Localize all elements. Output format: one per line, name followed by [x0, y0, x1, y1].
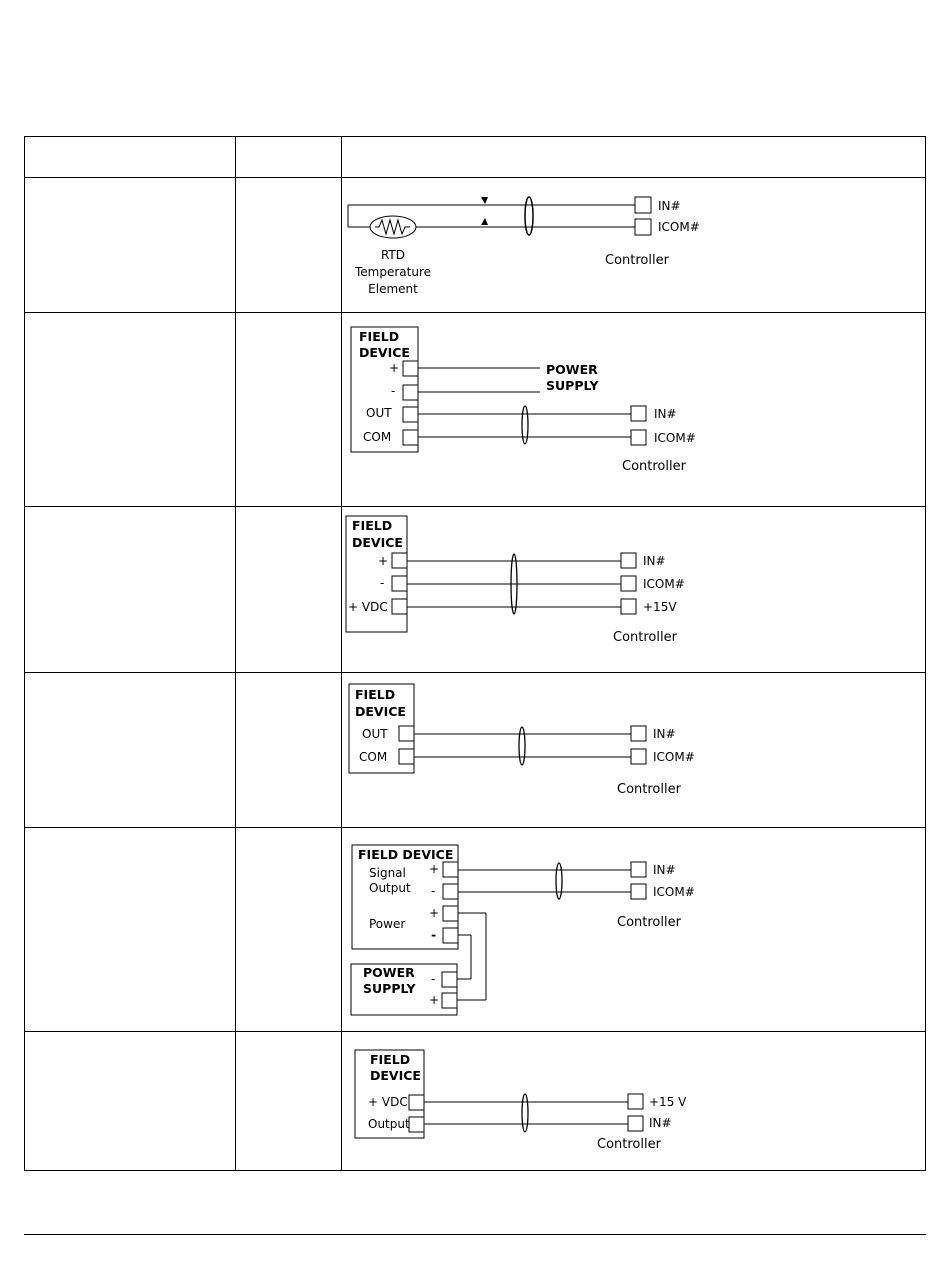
row-cell-2 — [235, 672, 342, 828]
table-row: FIELD DEVICE OUT COM IN# ICOM# Controlle… — [24, 672, 926, 828]
loop-device-line1: FIELD — [370, 1052, 410, 1067]
loop-output-label: Output — [368, 1117, 410, 1131]
four-wire-com-label: COM — [363, 430, 391, 444]
four-wire-power-line2: SUPPLY — [546, 378, 599, 393]
four-wire-device-line2: DEVICE — [359, 345, 410, 360]
row-cell-1 — [24, 1031, 236, 1171]
row-cell-1 — [24, 827, 236, 1032]
four-wire-diagram: FIELD DEVICE + - OUT COM POWER SUPPLY IN… — [350, 326, 696, 474]
two-wire-out-label: OUT — [362, 727, 388, 741]
rtd-element-line1: RTD — [381, 248, 405, 262]
two-wire-com-label: COM — [359, 750, 387, 764]
row-cell-2 — [235, 312, 342, 507]
header-cell-2 — [235, 136, 342, 178]
loop-in-label: IN# — [649, 1116, 672, 1130]
external-ps-line1: POWER — [363, 965, 415, 980]
table-row: FIELD DEVICE + VDC Output +15 V IN# Cont… — [24, 1031, 926, 1171]
external-signal-minus: - — [431, 884, 435, 898]
external-ps-line2: SUPPLY — [363, 981, 416, 996]
header-cell-1 — [24, 136, 236, 178]
three-wire-minus-label: - — [380, 576, 384, 590]
three-wire-in-label: IN# — [643, 554, 666, 568]
loop-15v-label: +15 V — [649, 1095, 687, 1109]
external-power-label: Power — [369, 917, 405, 931]
external-ps-plus: + — [429, 993, 439, 1007]
loop-device-line2: DEVICE — [370, 1068, 421, 1083]
four-wire-icom-label: ICOM# — [654, 431, 696, 445]
external-ps-minus: - — [431, 972, 435, 986]
two-wire-in-label: IN# — [653, 727, 676, 741]
external-in-label: IN# — [653, 863, 676, 877]
row-cell-1 — [24, 672, 236, 828]
row-cell-2 — [235, 1031, 342, 1171]
rtd-controller-label: Controller — [605, 253, 670, 268]
table-row: FIELD DEVICE + - OUT COM POWER SUPPLY IN… — [24, 312, 926, 507]
wiring-diagram-three-wire: FIELD DEVICE + - + VDC IN# ICOM# +15V Co… — [341, 506, 926, 673]
three-wire-plus-label: + — [378, 554, 388, 568]
external-signal-line1: Signal — [369, 866, 406, 880]
table-header-row — [24, 136, 926, 178]
wiring-diagram-loop-powered: FIELD DEVICE + VDC Output +15 V IN# Cont… — [341, 1031, 926, 1171]
row-cell-1 — [24, 506, 236, 673]
four-wire-in-label: IN# — [654, 407, 677, 421]
four-wire-controller-label: Controller — [622, 459, 687, 474]
two-wire-icom-label: ICOM# — [653, 750, 695, 764]
two-wire-device-line2: DEVICE — [355, 704, 406, 719]
three-wire-vdc-label: + VDC — [348, 600, 388, 614]
footer-rule — [24, 1234, 926, 1235]
external-power-plus: + — [429, 906, 439, 920]
three-wire-diagram: FIELD DEVICE + - + VDC IN# ICOM# +15V Co… — [345, 515, 685, 645]
wiring-diagram-rtd: IN# ICOM# Controller RTD Temperature Ele… — [341, 177, 926, 313]
wiring-table: IN# ICOM# Controller RTD Temperature Ele… — [24, 136, 926, 1171]
table-row: FIELD DEVICE + - + VDC IN# ICOM# +15V Co… — [24, 506, 926, 673]
four-wire-minus-label: - — [391, 384, 395, 398]
loop-vdc-label: + VDC — [368, 1095, 408, 1109]
three-wire-15v-label: +15V — [643, 600, 677, 614]
external-power-minus: - — [431, 927, 436, 942]
external-signal-plus: + — [429, 862, 439, 876]
three-wire-device-line2: DEVICE — [352, 535, 403, 550]
row-cell-2 — [235, 177, 342, 313]
four-wire-power-line1: POWER — [546, 362, 598, 377]
loop-powered-diagram: FIELD DEVICE + VDC Output +15 V IN# Cont… — [354, 1049, 687, 1152]
rtd-element-line2: Temperature — [354, 265, 431, 279]
external-device-title: FIELD DEVICE — [358, 847, 453, 862]
three-wire-controller-label: Controller — [613, 630, 678, 645]
wiring-diagram-two-wire: FIELD DEVICE OUT COM IN# ICOM# Controlle… — [341, 672, 926, 828]
two-wire-device-line1: FIELD — [355, 687, 395, 702]
three-wire-device-line1: FIELD — [352, 518, 392, 533]
external-supply-diagram: FIELD DEVICE Signal Output Power + - + -… — [350, 844, 695, 1016]
two-wire-controller-label: Controller — [617, 782, 682, 797]
four-wire-out-label: OUT — [366, 406, 392, 420]
row-cell-2 — [235, 506, 342, 673]
external-icom-label: ICOM# — [653, 885, 695, 899]
three-wire-icom-label: ICOM# — [643, 577, 685, 591]
four-wire-plus-label: + — [389, 361, 399, 375]
wiring-diagram-four-wire: FIELD DEVICE + - OUT COM POWER SUPPLY IN… — [341, 312, 926, 507]
external-controller-label: Controller — [617, 915, 682, 930]
rtd-element-line3: Element — [368, 282, 418, 296]
external-signal-line2: Output — [369, 881, 411, 895]
wiring-diagram-external-supply: FIELD DEVICE Signal Output Power + - + -… — [341, 827, 926, 1032]
header-cell-3 — [341, 136, 926, 178]
row-cell-2 — [235, 827, 342, 1032]
four-wire-device-line1: FIELD — [359, 329, 399, 344]
rtd-diagram: IN# ICOM# Controller RTD Temperature Ele… — [347, 196, 700, 296]
row-cell-1 — [24, 177, 236, 313]
table-row: FIELD DEVICE Signal Output Power + - + -… — [24, 827, 926, 1032]
rtd-icom-label: ICOM# — [658, 220, 700, 234]
table-row: IN# ICOM# Controller RTD Temperature Ele… — [24, 177, 926, 313]
rtd-in-label: IN# — [658, 199, 681, 213]
row-cell-1 — [24, 312, 236, 507]
loop-controller-label: Controller — [597, 1137, 662, 1152]
two-wire-diagram: FIELD DEVICE OUT COM IN# ICOM# Controlle… — [348, 683, 695, 797]
